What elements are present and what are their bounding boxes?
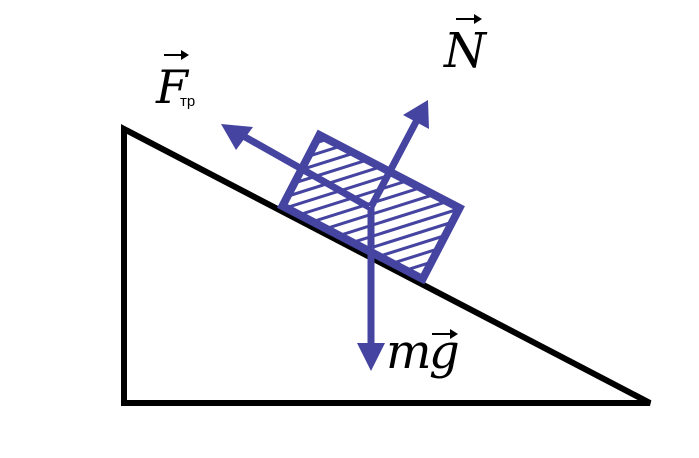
hatch-line <box>325 198 460 253</box>
friction-subscript: тр <box>180 93 195 110</box>
normal-label: N <box>443 14 488 79</box>
hatch-line <box>298 184 460 239</box>
normal-symbol: N <box>443 23 488 79</box>
incline-triangle <box>121 124 652 406</box>
gravity-m: m <box>386 324 432 380</box>
hatch-line <box>351 212 460 267</box>
hatch-line <box>391 233 460 279</box>
normal-vector-arrow <box>456 14 482 24</box>
normal-arrowhead <box>403 100 429 129</box>
gravity-vector-arrow <box>432 329 458 339</box>
hatch-line <box>282 135 329 170</box>
friction-arrow-shaft <box>236 129 371 211</box>
gravity-arrowhead <box>357 343 385 371</box>
hatch-line <box>338 205 460 260</box>
friction-label: F тр <box>155 50 195 114</box>
gravity-label: m g <box>386 324 460 380</box>
friction-symbol: F <box>155 60 190 114</box>
friction-vector-arrow <box>164 50 189 60</box>
hatch-line <box>365 219 460 274</box>
friction-arrowhead <box>221 124 253 150</box>
normal-arrow-shaft <box>367 118 421 209</box>
force-arrows <box>221 100 429 371</box>
hatch-line <box>378 226 460 279</box>
